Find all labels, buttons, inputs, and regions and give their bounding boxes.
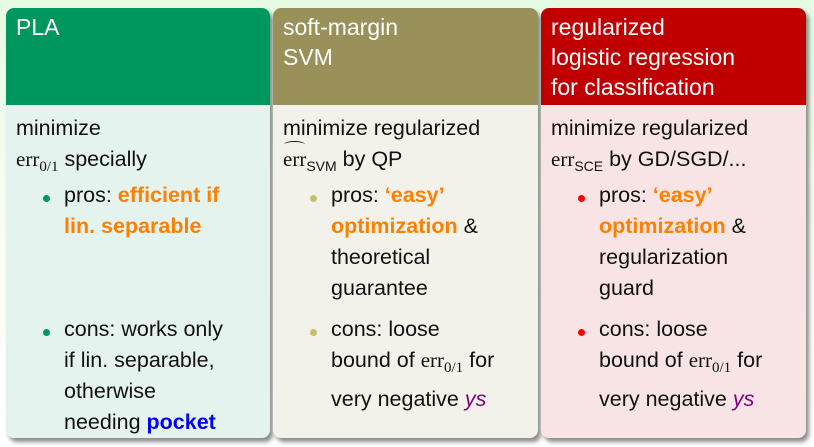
cons-text: bound of (331, 348, 415, 372)
err-hat-symbol: err (283, 141, 306, 175)
err-symbol: err (420, 348, 444, 372)
objective-math: errSCE by GD/SGD/... (551, 144, 746, 182)
cons-text: bound of (599, 348, 683, 372)
pla-body: minimize err0/1 specially pros: efficien… (6, 105, 270, 438)
bullet-icon (43, 329, 50, 336)
err-subscript: 0/1 (39, 159, 59, 175)
bullet-icon (578, 329, 585, 336)
pros-label: pros: (331, 183, 379, 207)
header-title: regularized (551, 14, 665, 40)
pros-highlight: optimization (599, 214, 726, 238)
pros-text: theoretical (331, 245, 431, 269)
cons-item: cons: loose bound of err0/1 for very neg… (331, 314, 494, 415)
cons-item: cons: works only if lin. separable, othe… (64, 314, 223, 438)
header-title: soft-margin (283, 14, 399, 40)
bullet-icon (43, 195, 50, 202)
logreg-header: regularized logistic regression for clas… (541, 8, 806, 105)
err-subscript: SCE (574, 158, 604, 174)
cons-text: very negative (331, 387, 459, 411)
pla-header: PLA (6, 8, 270, 105)
cons-text: cons: loose (331, 317, 440, 341)
objective-method: specially (64, 147, 147, 171)
pros-text: & (463, 214, 478, 238)
svm-body: minimize regularized errSVM by QP pros: … (273, 105, 538, 438)
svm-box: soft-margin SVM minimize regularized err… (273, 8, 538, 438)
logreg-body: minimize regularized errSCE by GD/SGD/..… (541, 105, 806, 438)
pros-highlight: ‘easy’ (384, 183, 445, 207)
err-symbol: err (688, 348, 712, 372)
cons-text: if lin. separable, (64, 348, 215, 372)
cons-highlight: ys (732, 387, 755, 411)
err-subscript: SVM (306, 158, 337, 174)
cons-text: very negative (599, 387, 727, 411)
cons-text: cons: works only (64, 317, 223, 341)
objective-math: err0/1 specially (16, 144, 147, 183)
pros-highlight: efficient if (117, 183, 220, 207)
header-title: for classification (551, 74, 715, 100)
pros-label: pros: (599, 183, 647, 207)
pros-text: regularization (599, 245, 729, 269)
objective-line: minimize regularized (283, 116, 481, 140)
pros-text: guard (599, 276, 654, 300)
pros-item: pros: ‘easy’ optimization & regularizati… (599, 180, 746, 304)
cons-item: cons: loose bound of err0/1 for very neg… (599, 314, 762, 415)
cons-text: otherwise (64, 379, 157, 403)
objective-line: minimize regularized (551, 116, 749, 140)
pros-highlight: lin. separable (64, 214, 202, 238)
pros-highlight: ‘easy’ (652, 183, 713, 207)
header-title: logistic regression (551, 44, 736, 70)
cons-highlight: pocket (146, 410, 216, 434)
err-symbol: err (16, 147, 40, 171)
err-subscript: 0/1 (444, 360, 464, 376)
pros-label: pros: (64, 183, 112, 207)
err-subscript: 0/1 (712, 360, 732, 376)
err-symbol: err (551, 147, 575, 171)
bullet-icon (578, 195, 585, 202)
pros-text: & (731, 214, 746, 238)
objective-math: errSVM by QP (283, 141, 403, 182)
objective-line: minimize (16, 116, 101, 140)
cons-text: cons: loose (599, 317, 708, 341)
pros-highlight: optimization (331, 214, 458, 238)
pla-box: PLA minimize err0/1 specially pros: effi… (6, 8, 270, 438)
bullet-icon (310, 195, 317, 202)
header-title: SVM (283, 44, 333, 70)
pros-text: guarantee (331, 276, 428, 300)
cons-highlight: ys (464, 387, 487, 411)
header-title: PLA (16, 14, 60, 40)
objective-method: by GD/SGD/... (609, 147, 747, 171)
objective-method: by QP (342, 147, 403, 171)
pros-item: pros: ‘easy’ optimization & theoretical … (331, 180, 478, 304)
cons-text: for (737, 348, 763, 372)
pros-item: pros: efficient if lin. separable (64, 180, 219, 242)
bullet-icon (310, 329, 317, 336)
cons-text: for (469, 348, 495, 372)
cons-text: needing (64, 410, 141, 434)
logreg-box: regularized logistic regression for clas… (541, 8, 806, 438)
svm-header: soft-margin SVM (273, 8, 538, 105)
